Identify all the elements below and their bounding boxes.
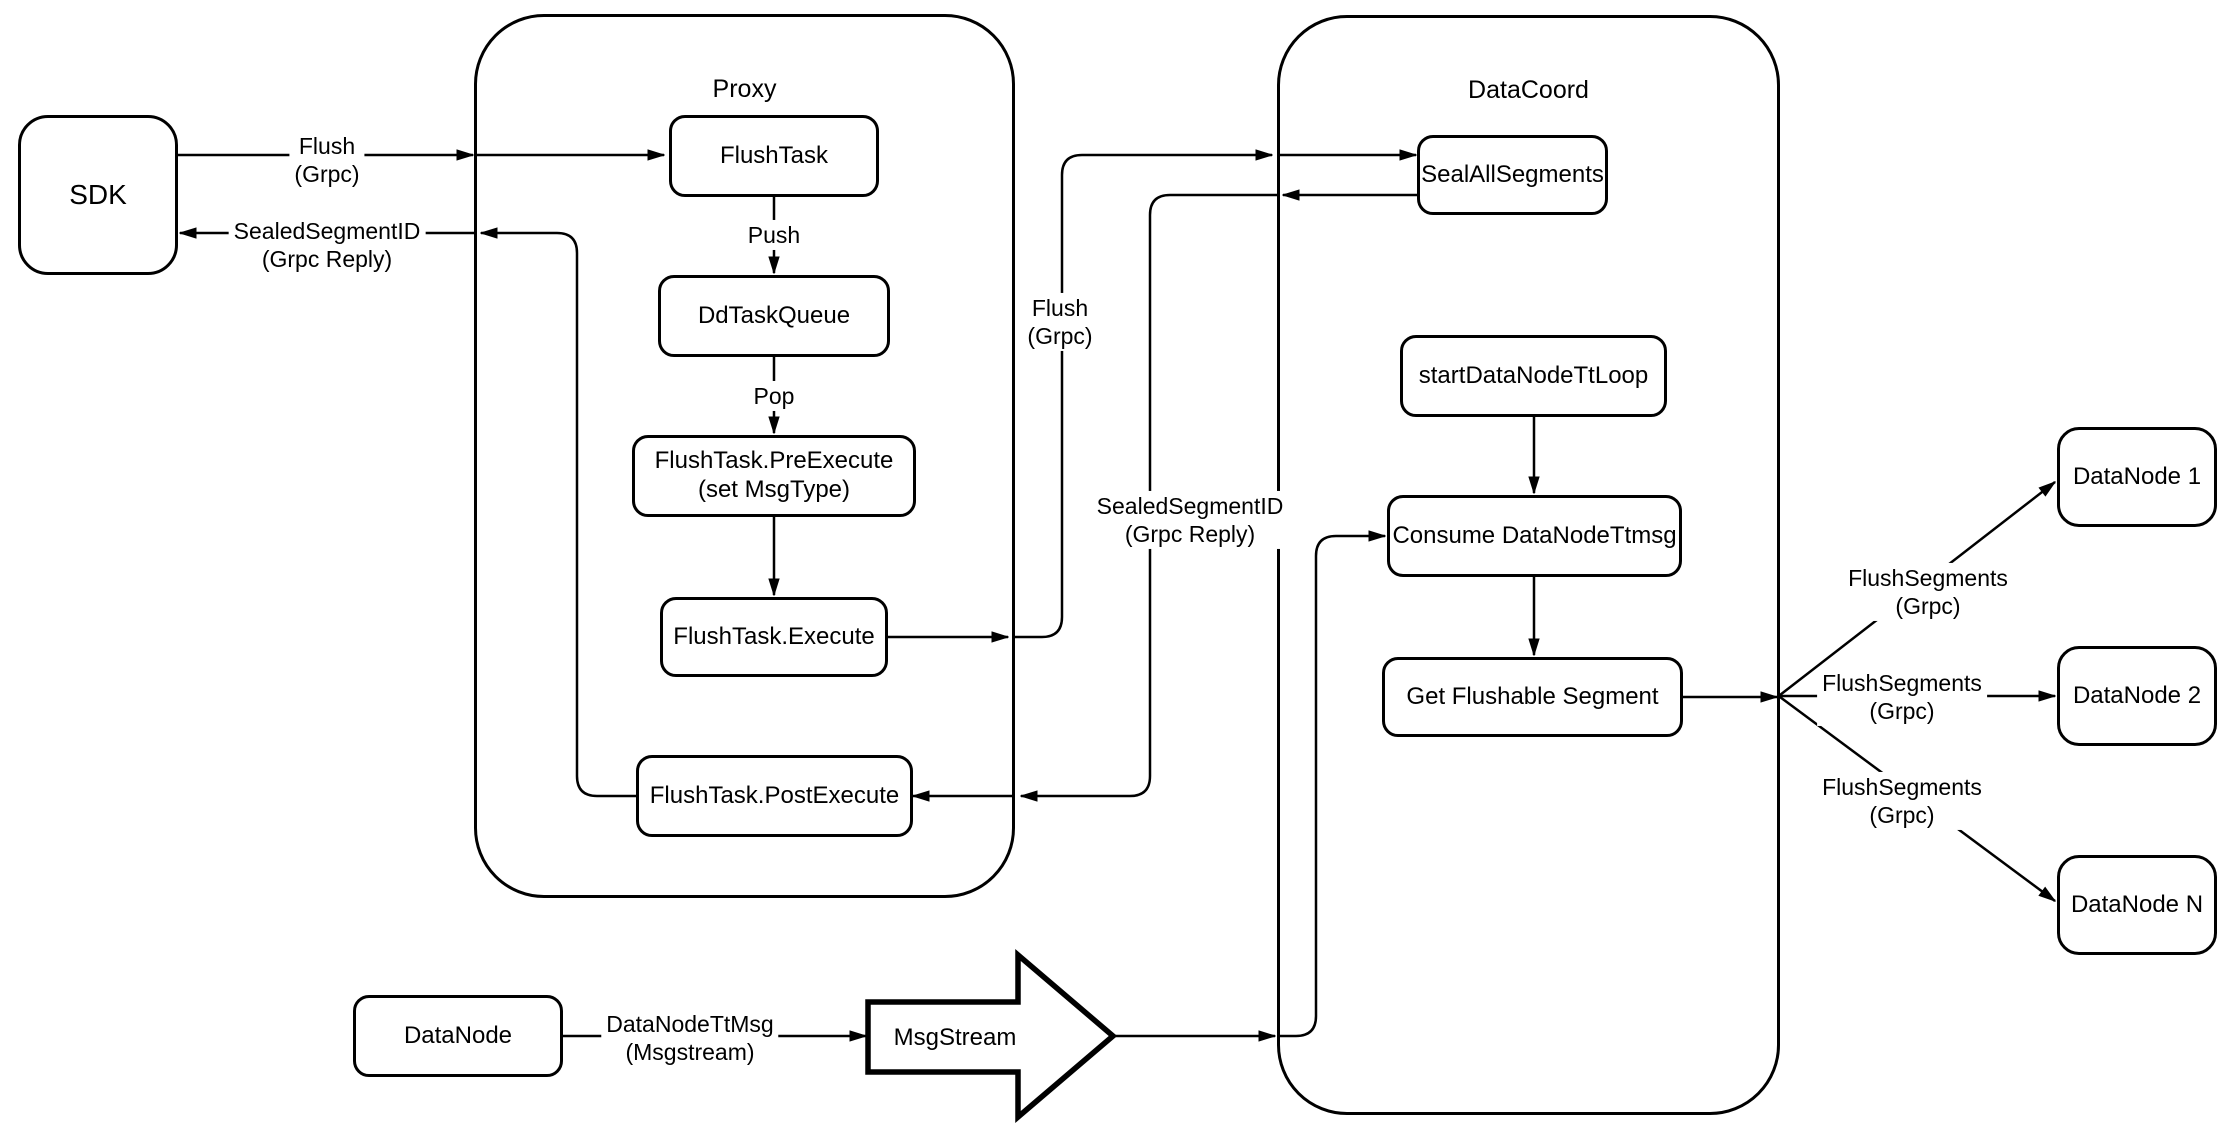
node-sealallsegments: SealAllSegments [1417,135,1608,215]
edge-label-line: (Grpc) [1869,802,1935,828]
node-postexecute: FlushTask.PostExecute [636,755,913,837]
edge-label-sealedsegmentid-mid: SealedSegmentID (Grpc Reply) [1091,490,1289,550]
node-datanode-n: DataNode N [2057,855,2217,955]
node-execute: FlushTask.Execute [660,597,888,677]
node-datanode-2: DataNode 2 [2057,646,2217,746]
node-startdatanodettloop-label: startDataNodeTtLoop [1418,361,1649,389]
node-get-flushable-segment-label: Get Flushable Segment [1406,682,1659,710]
edge-label-pop: Pop [748,380,800,412]
edge-label-line: SealedSegmentID [233,217,421,244]
node-datanode-label: DataNode [403,1021,513,1049]
edge-flush-riser-to-datacoord-border [1014,155,1272,639]
edge-label-line: FlushSegments [1822,669,1982,696]
edge-label-push: Push [742,219,806,251]
datacoord-title: DataCoord [1468,76,1589,104]
node-startdatanodettloop: startDataNodeTtLoop [1400,335,1667,417]
node-preexecute-label-line2: (set MsgType) [697,476,851,503]
node-consume-datanodettmsg: Consume DataNodeTtmsg [1387,495,1682,577]
edge-label-line: (Grpc Reply) [261,246,393,272]
node-consume-datanodettmsg-label: Consume DataNodeTtmsg [1392,521,1677,549]
edge-label-line: FlushSegments [1848,564,2008,591]
edge-label-sealedsegmentid-sdk: SealedSegmentID (Grpc Reply) [228,215,426,275]
edge-label-flushsegments-1: FlushSegments (Grpc) [1843,562,2013,622]
node-datanode-n-label: DataNode N [2070,890,2204,918]
node-datanode-2-label: DataNode 2 [2072,681,2202,709]
edge-label-line: Flush [298,132,356,159]
msgstream-shape [865,949,1118,1123]
node-sealallsegments-label: SealAllSegments [1421,160,1604,188]
edge-label-line: (Grpc) [1869,698,1935,724]
node-preexecute-label-line1: FlushTask.PreExecute [654,447,894,475]
edge-label-flush-grpc-mid: Flush (Grpc) [1022,292,1098,352]
edge-label-line: (Grpc Reply) [1124,521,1256,547]
proxy-title: Proxy [712,75,777,103]
node-get-flushable-segment: Get Flushable Segment [1382,657,1683,737]
edge-label-line: Push [747,221,801,248]
node-ddtaskqueue: DdTaskQueue [658,275,890,357]
edge-label-line: Flush [1031,294,1089,321]
node-sdk: SDK [18,115,178,275]
node-datanode-1: DataNode 1 [2057,427,2217,527]
edge-label-flushsegments-3: FlushSegments (Grpc) [1817,771,1987,831]
edge-label-datanodettmsg: DataNodeTtMsg (Msgstream) [601,1008,779,1068]
node-datanode-1-label: DataNode 1 [2072,462,2202,490]
node-flushtask: FlushTask [669,115,879,197]
node-sdk-label: SDK [69,179,127,211]
edge-label-flushsegments-2: FlushSegments (Grpc) [1817,667,1987,727]
edge-label-line: Pop [753,382,795,409]
edge-label-line: (Grpc) [1895,593,1961,619]
proxy-container: Proxy [474,14,1015,898]
node-execute-label: FlushTask.Execute [673,622,875,650]
edge-label-line: DataNodeTtMsg [606,1010,774,1037]
edge-label-flush-grpc-sdk: Flush (Grpc) [289,130,365,190]
node-preexecute: FlushTask.PreExecute (set MsgType) [632,435,916,517]
node-flushtask-label: FlushTask [719,141,829,169]
node-msgstream-label: MsgStream [893,1024,1017,1051]
edge-label-line: (Msgstream) [625,1039,755,1065]
edge-msgstream-riser-to-consume [1277,536,1385,1038]
node-postexecute-label: FlushTask.PostExecute [649,781,900,809]
edge-label-line: (Grpc) [1027,323,1093,349]
edge-label-line: FlushSegments [1822,773,1982,800]
node-ddtaskqueue-label: DdTaskQueue [697,301,851,329]
edge-postexecute-to-proxy-border [481,233,636,798]
node-datanode: DataNode [353,995,563,1077]
edge-label-line: SealedSegmentID [1096,492,1284,519]
edge-label-line: (Grpc) [294,161,360,187]
datacoord-container: DataCoord [1277,15,1780,1115]
